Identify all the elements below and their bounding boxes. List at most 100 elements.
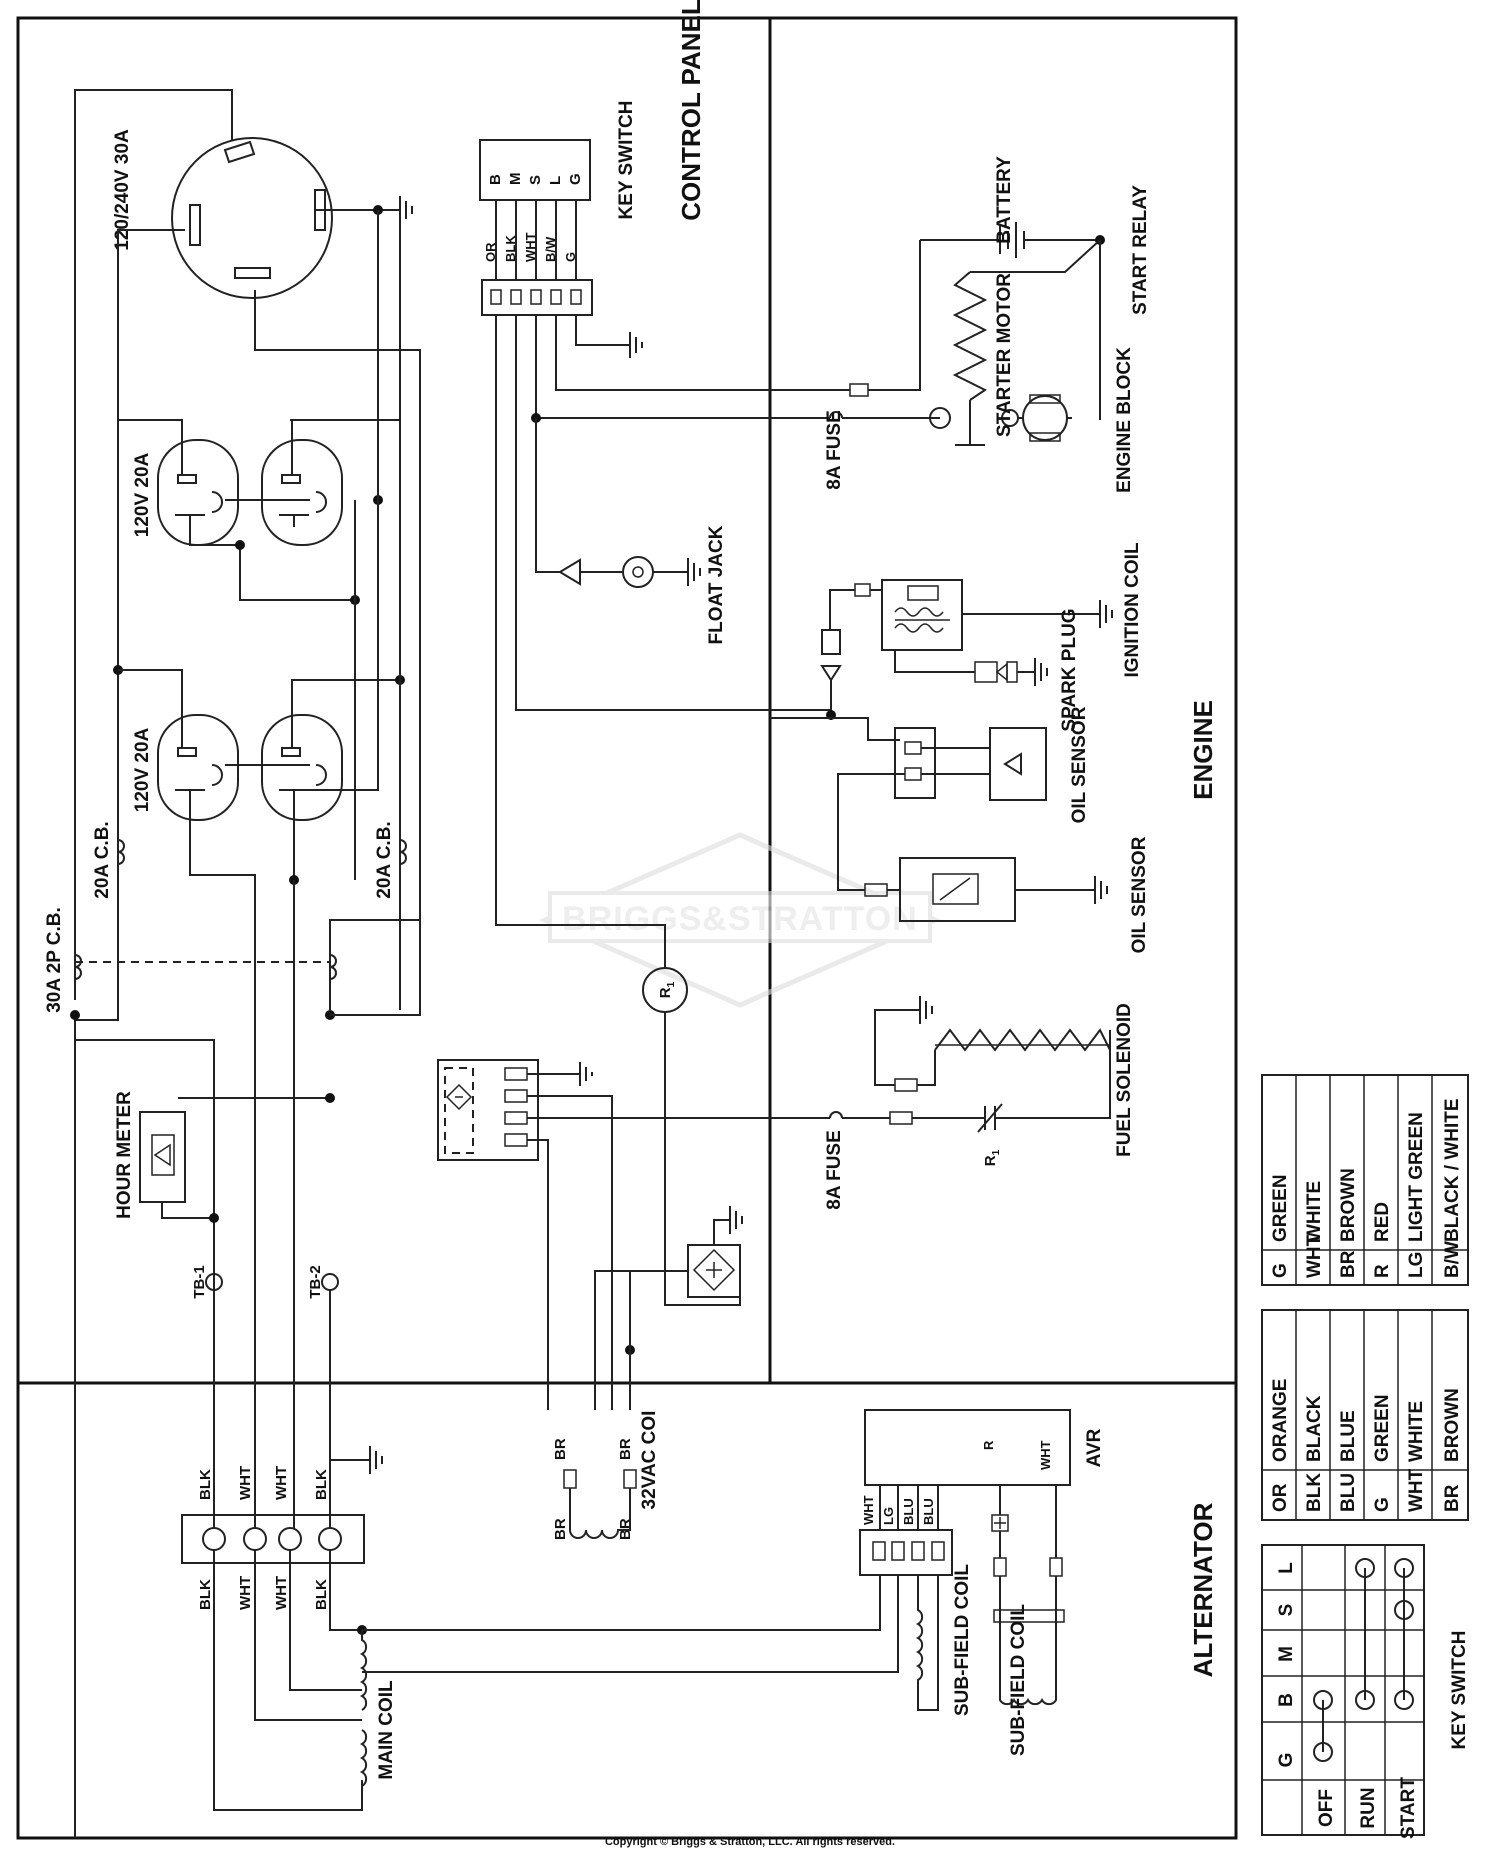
legend1-code-2: BR (1338, 1250, 1359, 1278)
avr-wire-r: R (981, 1440, 996, 1450)
legend2-name-2: BLUE (1338, 1410, 1359, 1462)
ignition-coil-label: IGNITION COIL (1122, 542, 1143, 678)
ks-wire-blk: BLK (503, 235, 518, 262)
key-switch-table (1261, 1544, 1425, 1836)
rectifier-block-left (437, 1059, 539, 1161)
legend2-name-0: ORANGE (1270, 1379, 1291, 1462)
legend1-code-5: B/W (1442, 1241, 1463, 1278)
legend2-code-5: BR (1442, 1484, 1463, 1512)
legend2-code-3: G (1372, 1497, 1393, 1512)
wire-wht-4: WHT (273, 1576, 290, 1610)
legend2-code-2: BLU (1338, 1473, 1359, 1512)
engine-block-motor (1018, 394, 1072, 442)
wire-br-2: BR (617, 1438, 634, 1460)
legend1-name-0: GREEN (1270, 1174, 1291, 1242)
ks-table-title: KEY SWITCH (1449, 1631, 1470, 1750)
legend1-code-3: R (1372, 1264, 1393, 1278)
legend1-name-2: BROWN (1338, 1168, 1359, 1242)
oil-sensor-2-label: OIL SENSOR (1129, 836, 1150, 953)
sub-field-coil-1-label: SUB-FIELD COIL (952, 1564, 973, 1716)
battery-label: BATTERY (994, 156, 1015, 244)
breaker-main-label: 30A 2P C.B. (44, 907, 65, 1013)
sub-field-coil-2-label: SUB-FIELD COIL (1008, 1604, 1029, 1756)
duplex-top-label: 120V 20A (132, 452, 153, 537)
diagram-frame (16, 16, 1238, 1840)
ks-col-s: S (1276, 1604, 1297, 1617)
wire-wht-1: WHT (237, 1466, 254, 1500)
wire-wht-3: WHT (237, 1576, 254, 1610)
section-alternator: ALTERNATOR (1188, 1502, 1218, 1677)
ks-term-m: M (507, 173, 524, 186)
ks-wire-wht: WHT (523, 232, 538, 262)
duplex-bottom-receptacle (157, 714, 343, 821)
ks-term-g: G (567, 173, 584, 185)
sub-field-coil-2 (999, 1576, 1057, 1706)
watermark-logo: BRIGGS&STRATTON (538, 832, 942, 1008)
coil-32vac (569, 1488, 631, 1539)
legend1-name-3: RED (1372, 1202, 1393, 1242)
legend2-code-1: BLK (1304, 1473, 1325, 1512)
spark-plug-label: SPARK PLUG (1059, 608, 1080, 731)
starter-motor-label: STARTER MOTOR (994, 273, 1015, 437)
section-control-panel-label: CONTROL PANEL (676, 0, 706, 221)
ks-col-l: L (1276, 1562, 1297, 1574)
main-coil-winding-bottom (359, 1729, 368, 1790)
key-switch-label: KEY SWITCH (616, 101, 637, 220)
ks-row-start: START (1398, 1777, 1419, 1839)
section-control-panel: CONTROL PANEL (676, 0, 706, 221)
ks-term-l: L (547, 176, 564, 185)
oil-sensor-1-label: OIL SENSOR (1069, 706, 1090, 823)
starter-motor-winding (952, 271, 988, 401)
legend1-code-4: LG (1406, 1252, 1427, 1278)
avr-wire-lg: LG (881, 1507, 896, 1525)
section-engine: ENGINE (1188, 700, 1218, 800)
duplex-top-receptacle (157, 439, 343, 546)
wire-blk-1: BLK (197, 1469, 214, 1500)
wire-br-1: BR (552, 1438, 569, 1460)
legend1-name-4: LIGHT GREEN (1406, 1112, 1427, 1242)
ks-wire-g: G (563, 252, 578, 262)
hour-meter (139, 1111, 186, 1203)
fuel-solenoid-label: FUEL SOLENOID (1114, 1003, 1135, 1157)
avr-wire-blu-2: BLU (921, 1498, 936, 1525)
terminal-strip (181, 1514, 365, 1564)
avr-connector (859, 1529, 953, 1576)
legend1-code-1: WHT (1304, 1234, 1325, 1278)
ks-term-s: S (527, 175, 544, 185)
wire-blk-2: BLK (313, 1469, 330, 1500)
duplex-bottom-label: 120V 20A (132, 727, 153, 812)
legend1-name-5: BLACK / WHITE (1442, 1098, 1463, 1242)
legend1-code-0: G (1270, 1263, 1291, 1278)
ks-col-b: B (1276, 1693, 1297, 1707)
twist-lock-label: 120/240V 30A (112, 129, 133, 251)
tb1-label: TB-1 (191, 1265, 208, 1298)
avr-label: AVR (1084, 1428, 1105, 1467)
ks-wire-bw: B/W (543, 236, 558, 262)
legend2-name-5: BROWN (1442, 1388, 1463, 1462)
start-relay-label: START RELAY (1130, 185, 1151, 315)
ks-row-run: RUN (1358, 1787, 1379, 1828)
legend-table-1 (1261, 1074, 1469, 1286)
hour-meter-label: HOUR METER (114, 1091, 135, 1219)
watermark-text: BRIGGS&STRATTON (562, 900, 918, 938)
breaker-left-label: 20A C.B. (92, 821, 113, 898)
r1-contact-label: R1 (982, 1149, 1002, 1166)
sub-field-coil-1 (915, 1575, 939, 1711)
fuse-top-label: 8A FUSE (824, 410, 845, 490)
avr-wire-wht-2: WHT (1038, 1440, 1053, 1470)
legend2-name-4: WHITE (1406, 1401, 1427, 1462)
rectifier-terminals (504, 1067, 528, 1147)
key-switch[interactable] (479, 139, 591, 201)
main-coil-winding-top (359, 1630, 368, 1711)
avr (864, 1409, 1071, 1486)
engine-block-label: ENGINE BLOCK (1114, 347, 1135, 493)
ks-row-off: OFF (1316, 1789, 1337, 1827)
legend2-code-4: WHT (1406, 1468, 1427, 1512)
ks-wire-or: OR (483, 242, 498, 262)
ignition-coil (881, 579, 963, 651)
wire-blk-4: BLK (313, 1579, 330, 1610)
float-jack-label: FLOAT JACK (706, 525, 727, 644)
wire-wht-2: WHT (273, 1466, 290, 1500)
coil-32vac-label: 32VAC COI (639, 1411, 660, 1510)
